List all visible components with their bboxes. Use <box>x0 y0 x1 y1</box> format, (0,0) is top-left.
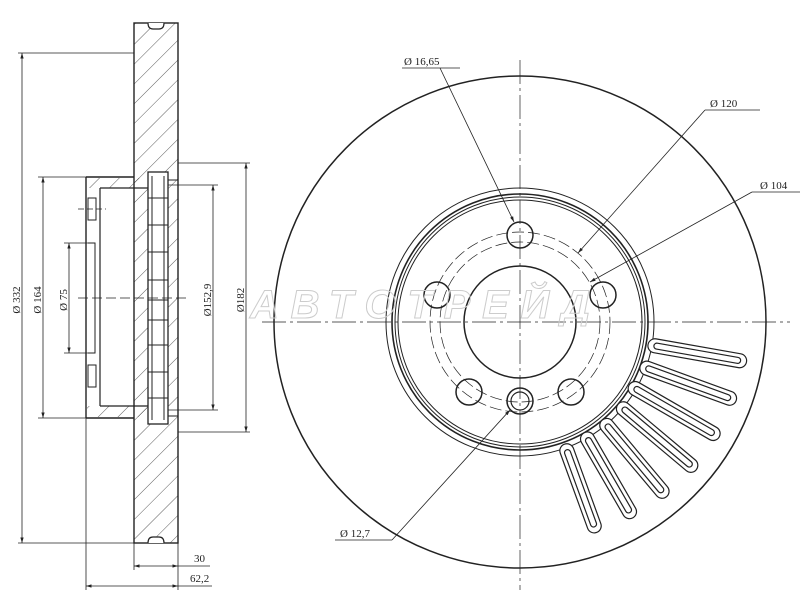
bolt-hole <box>423 281 451 309</box>
front-view <box>262 60 800 590</box>
bolt-hole <box>455 378 483 406</box>
dim-bore-diameter: Ø 75 <box>58 289 70 311</box>
side-section-view <box>78 22 188 544</box>
dim-outer-diameter: Ø 332 <box>11 286 23 313</box>
dim-182: Ø182 <box>235 288 247 312</box>
bolt-hole <box>557 378 585 406</box>
dim-height: 62,2 <box>190 573 209 585</box>
dim-pin-hole: Ø 12,7 <box>340 528 370 540</box>
dim-152-9: Ø152,9 <box>202 283 214 316</box>
bolt-hole <box>589 281 617 309</box>
dim-104: Ø 104 <box>760 180 788 192</box>
dim-hub-diameter: Ø 164 <box>32 286 44 314</box>
dim-bolt-hole: Ø 16,65 <box>404 56 440 68</box>
bolt-holes <box>423 221 617 406</box>
vent-slots <box>559 338 748 534</box>
dim-thickness: 30 <box>194 553 206 565</box>
pin-hole <box>506 387 534 415</box>
watermark: АВТОТРЕЙД <box>249 280 590 327</box>
hub-section <box>85 176 134 419</box>
dim-120: Ø 120 <box>710 98 738 110</box>
bolt-hole <box>506 221 534 249</box>
